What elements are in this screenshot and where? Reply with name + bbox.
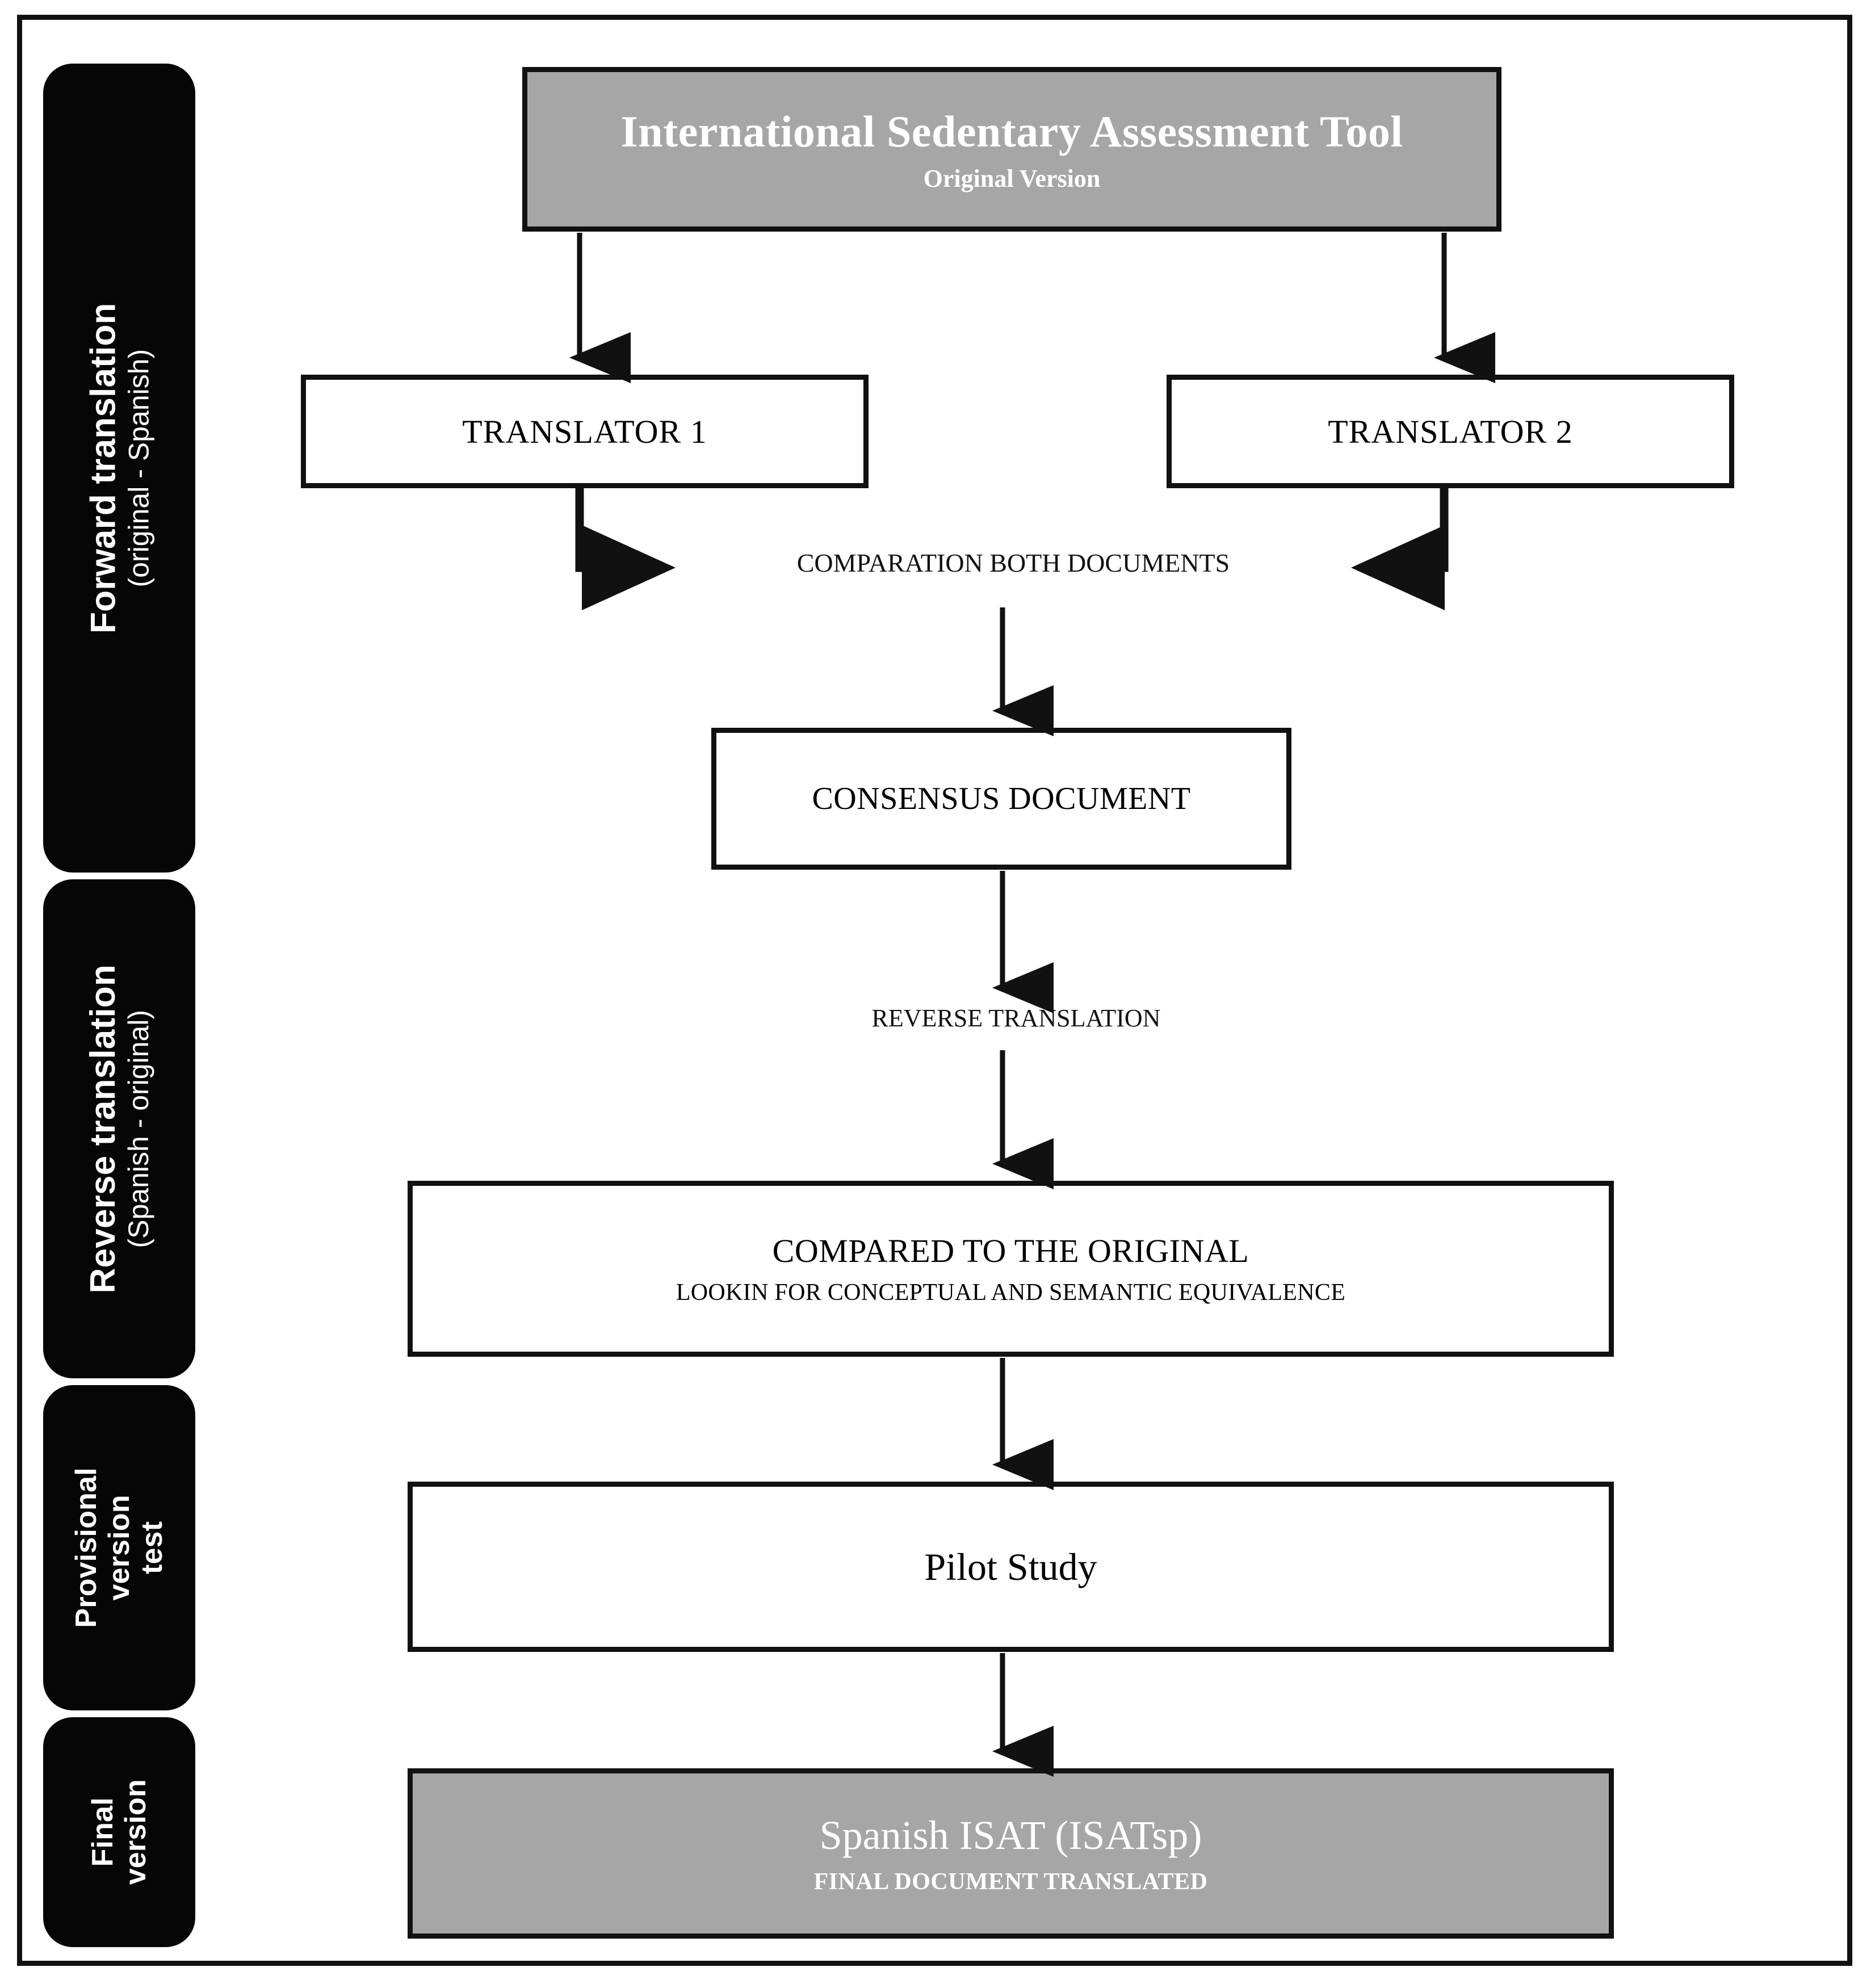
- node-translator-1-label: TRANSLATOR 1: [462, 413, 707, 450]
- node-consensus-document: CONSENSUS DOCUMENT: [711, 728, 1291, 870]
- stage-title-final: Final version: [86, 1779, 152, 1885]
- stage-rail-provisional-version-test: Provisional version test: [43, 1385, 195, 1710]
- stage-title-reverse: Reverse translation: [83, 964, 123, 1294]
- node-compared-to-the-original: COMPARED TO THE ORIGINAL LOOKIN FOR CONC…: [408, 1181, 1614, 1357]
- stage-subtitle-reverse: (Spanish - original): [123, 1009, 155, 1248]
- node-compared-subtitle: LOOKIN FOR CONCEPTUAL AND SEMANTIC EQUIV…: [676, 1279, 1346, 1306]
- node-international-sedentary-assessment-tool: International Sedentary Assessment Tool …: [522, 67, 1501, 232]
- edge-label-comparation-both-documents: COMPARATION BOTH DOCUMENTS: [796, 548, 1230, 577]
- stage-rail-reverse-label: Reverse translation (Spanish - original): [83, 964, 154, 1293]
- node-compared-title: COMPARED TO THE ORIGINAL: [772, 1232, 1249, 1269]
- node-final-subtitle: FINAL DOCUMENT TRANSLATED: [813, 1868, 1208, 1895]
- node-isat-subtitle: Original Version: [923, 164, 1101, 192]
- node-consensus-label: CONSENSUS DOCUMENT: [812, 781, 1191, 816]
- stage-title-forward: Forward translation: [83, 303, 123, 634]
- stage-rail-final-label: Final version: [86, 1756, 152, 1909]
- node-final-title: Spanish ISAT (ISATsp): [819, 1812, 1202, 1858]
- stage-rail-final-version: Final version: [43, 1717, 195, 1947]
- stage-rail-forward-translation: Forward translation (original - Spanish): [43, 64, 195, 873]
- stage-subtitle-forward: (original - Spanish): [123, 349, 155, 588]
- node-translator-1: TRANSLATOR 1: [301, 375, 869, 488]
- node-translator-2-label: TRANSLATOR 2: [1328, 413, 1573, 450]
- stage-rail-provisional-label: Provisional version test: [70, 1467, 169, 1628]
- stage-title-provisional: Provisional version test: [69, 1467, 169, 1628]
- node-pilot-study: Pilot Study: [408, 1482, 1614, 1652]
- stage-rail-reverse-translation: Reverse translation (Spanish - original): [43, 879, 195, 1378]
- edge-label-reverse-translation: REVERSE TRANSLATION: [871, 1004, 1161, 1032]
- node-isat-title: International Sedentary Assessment Tool: [620, 106, 1403, 156]
- node-spanish-isat: Spanish ISAT (ISATsp) FINAL DOCUMENT TRA…: [408, 1768, 1614, 1939]
- node-pilot-label: Pilot Study: [924, 1545, 1097, 1588]
- figure-border: [17, 15, 1852, 1966]
- stage-rail-forward-label: Forward translation (original - Spanish): [83, 303, 154, 634]
- node-translator-2: TRANSLATOR 2: [1167, 375, 1734, 488]
